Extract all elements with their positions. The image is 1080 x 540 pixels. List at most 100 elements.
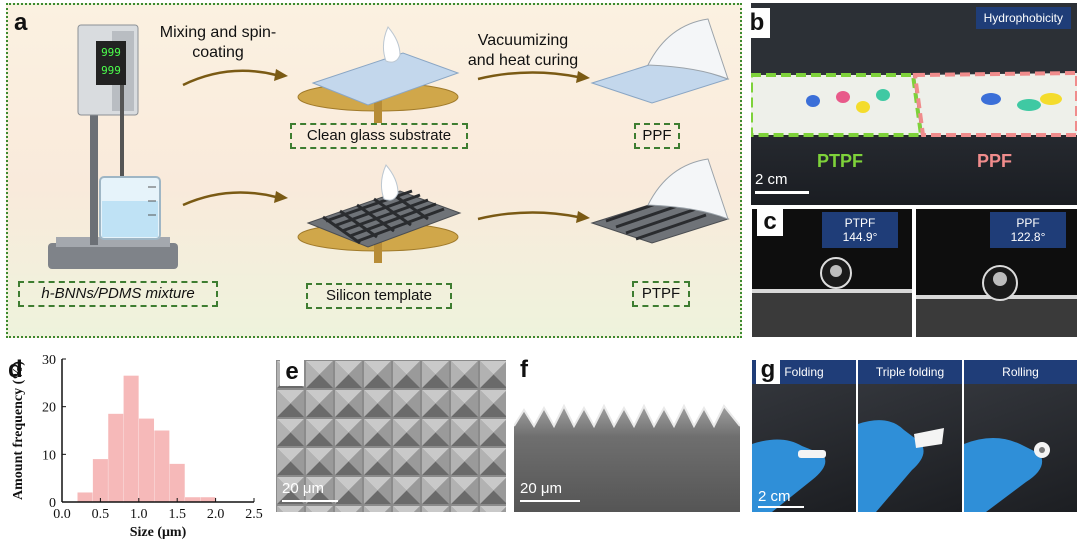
ppf-label: PPF [977, 151, 1013, 171]
label-ppf: PPF [634, 123, 680, 149]
silicon-template-illustration [297, 164, 462, 263]
bar-2 [108, 413, 124, 502]
pyramid-4 [393, 361, 420, 388]
panel-a-letter: a [14, 9, 28, 36]
label-mixture: h-BNNs/PDMS mixture [18, 281, 218, 307]
pyramid-28 [306, 448, 333, 475]
panel-a-schematic: a [6, 3, 742, 338]
arrow-2 [182, 191, 277, 207]
bar-3 [123, 375, 139, 502]
panel-b-hydrophobicity-photo: Hydrophobicity PTPF PPF 2 cm [751, 3, 1077, 205]
bar-0 [77, 492, 93, 502]
pyramid-29 [335, 448, 362, 475]
scale-bar-e [282, 500, 338, 502]
pyramid-14 [422, 390, 449, 417]
header-triple-folding: Triple folding [858, 360, 962, 384]
pyramid-20 [335, 419, 362, 446]
pyramid-6 [451, 361, 478, 388]
panel-f-letter: f [520, 356, 528, 383]
sem-cross-section: 20 μm [514, 396, 740, 512]
scale-bar-f [520, 500, 580, 502]
pyramid-43 [480, 477, 506, 504]
pyramid-46 [306, 506, 333, 512]
pyramid-30 [364, 448, 391, 475]
pyramid-33 [451, 448, 478, 475]
pyramid-40 [393, 477, 420, 504]
arrow-3 [477, 71, 579, 81]
x-tick-label-1: 0.5 [92, 507, 110, 522]
photo-rolling: Rolling [964, 360, 1077, 512]
panel-b-drawing [751, 3, 1077, 194]
pyramid-45 [277, 506, 304, 512]
panel-b-letter: b [744, 8, 770, 38]
arrow-1 [182, 69, 277, 87]
pyramid-23 [422, 419, 449, 446]
panel-g-letter-bg: g [756, 356, 780, 384]
pyramid-13 [393, 390, 420, 417]
panel-a-drawing [48, 18, 730, 269]
y-tick-label-0: 0 [49, 496, 56, 511]
ppf-angle-badge: PPF 122.8° [990, 212, 1066, 248]
label-silicon-template: Silicon template [306, 283, 452, 309]
pyramid-41 [422, 477, 449, 504]
bar-1 [92, 459, 108, 502]
hydrophobicity-badge: Hydrophobicity [975, 7, 1071, 29]
pyramid-49 [393, 506, 420, 512]
mixer-display: 999 999 [96, 41, 126, 85]
pyramid-48 [364, 506, 391, 512]
pyramid-52 [480, 506, 506, 512]
pyramid-1 [306, 361, 333, 388]
x-tick-label-3: 1.5 [168, 507, 186, 522]
ppf-film-illustration [590, 18, 730, 104]
pyramid-47 [335, 506, 362, 512]
pyramid-21 [364, 419, 391, 446]
scale-label-e: 20 μm [282, 480, 324, 497]
pyramid-2 [335, 361, 362, 388]
bar-6 [169, 463, 185, 502]
arrow-4 [477, 211, 579, 221]
pyramid-27 [277, 448, 304, 475]
bar-5 [154, 430, 170, 502]
x-axis-title: Size (μm) [130, 525, 187, 540]
scale-bar-g [758, 506, 804, 508]
panel-c-letter-bg: c [757, 208, 783, 236]
pyramid-22 [393, 419, 420, 446]
pyramid-31 [393, 448, 420, 475]
pyramid-19 [306, 419, 333, 446]
label-clean-glass: Clean glass substrate [290, 123, 468, 149]
photo-folding: Folding 2 cm [752, 360, 856, 512]
bar-8 [200, 497, 216, 502]
x-tick-label-5: 2.5 [245, 507, 263, 522]
ptpf-film [751, 73, 924, 137]
pyramid-3 [364, 361, 391, 388]
pyramid-9 [277, 390, 304, 417]
sem-pyramid-array: 20 μm [276, 360, 506, 512]
pyramid-38 [335, 477, 362, 504]
stirrer-apparatus [48, 24, 178, 269]
ptpf-angle-badge: PTPF 144.9° [822, 212, 898, 248]
pyramid-34 [480, 448, 506, 475]
bar-7 [185, 497, 201, 502]
y-tick-label-3: 30 [42, 353, 56, 368]
pyramid-15 [451, 390, 478, 417]
ptpf-film-illustration [590, 158, 730, 244]
display-top: 999 [101, 46, 121, 59]
label-ptpf: PTPF [632, 281, 690, 307]
scale-2cm-g: 2 cm [758, 488, 791, 505]
photo-triple-folding: Triple folding [858, 360, 962, 512]
display-bottom: 999 [101, 64, 121, 77]
pyramid-50 [422, 506, 449, 512]
pyramid-24 [451, 419, 478, 446]
pyramid-16 [480, 390, 506, 417]
pyramid-11 [335, 390, 362, 417]
pyramid-12 [364, 390, 391, 417]
bar-4 [138, 418, 155, 502]
ptpf-label: PTPF [817, 151, 864, 171]
pyramid-32 [422, 448, 449, 475]
panel-d-letter: d [8, 356, 23, 383]
pyramid-39 [364, 477, 391, 504]
scale-label-f: 20 μm [520, 480, 562, 497]
x-tick-label-4: 2.0 [207, 507, 225, 522]
glass-substrate-illustration [297, 26, 460, 123]
